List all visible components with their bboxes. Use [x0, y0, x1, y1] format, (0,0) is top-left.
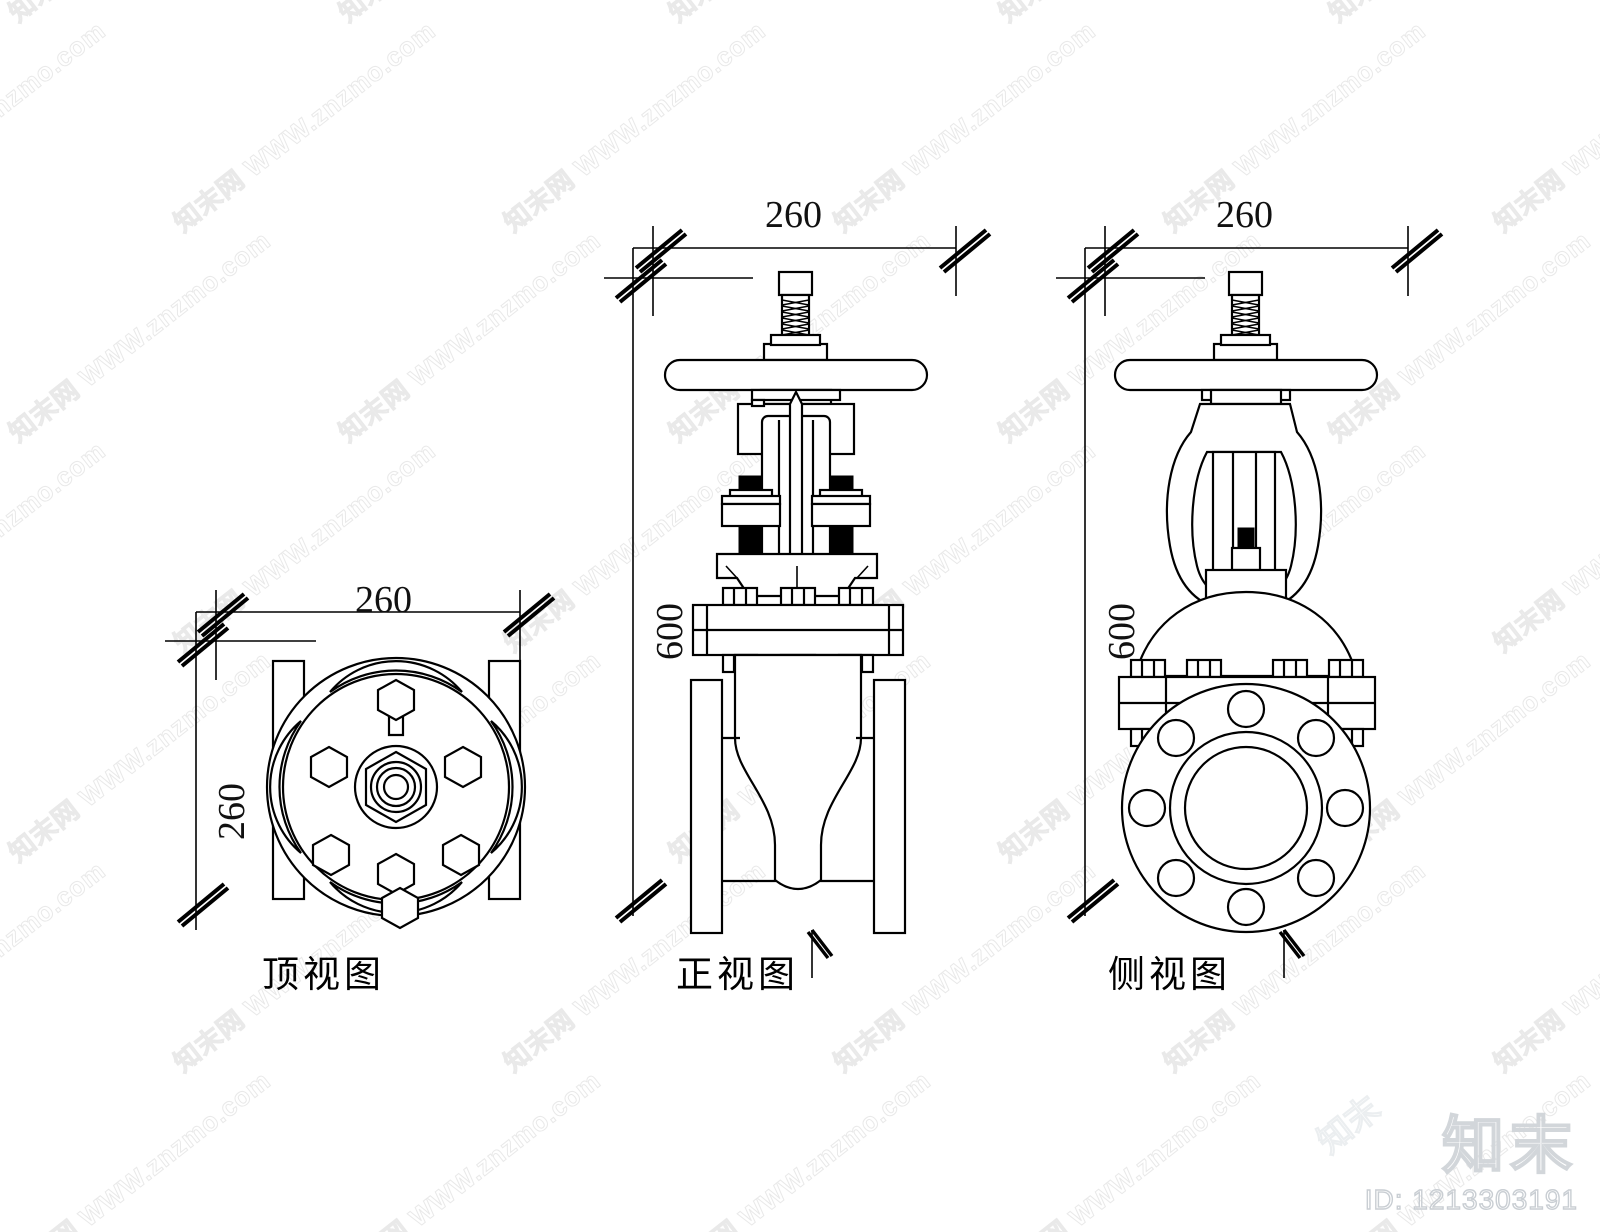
side-handwheel-bar	[1113, 358, 1379, 392]
front-end-flange-left	[689, 678, 724, 935]
side-bonnet-bolts-upper	[1129, 658, 1365, 679]
front-end-flange-right	[872, 678, 907, 935]
view-top	[165, 590, 556, 930]
caption-top-view: 顶视图	[262, 955, 385, 996]
stem-washer	[769, 333, 822, 347]
dim-text-side-width: 260	[1216, 194, 1273, 236]
dim-text-front-width: 260	[765, 194, 822, 236]
bore-outer-circle	[1168, 730, 1324, 886]
bore-inner-circle	[1183, 745, 1309, 871]
dimension-side-width	[1056, 226, 1444, 924]
dim-text-top-height: 260	[211, 783, 253, 840]
caption-side-view: 侧视图	[1108, 955, 1231, 996]
caption-front-view: 正视图	[676, 955, 799, 996]
dim-text-front-height: 600	[649, 603, 691, 660]
view-front	[604, 226, 992, 935]
side-stem-nut	[1212, 342, 1279, 362]
handwheel-bolt-hexes	[309, 678, 483, 930]
caption-leaders	[806, 928, 1306, 978]
bonnet-bolts-upper	[721, 586, 875, 607]
flange-bolt-holes	[1127, 689, 1365, 927]
side-stem-cap	[1227, 270, 1264, 297]
dimension-front-width	[604, 226, 992, 924]
bonnet-dome	[1133, 590, 1359, 678]
dim-text-side-height: 600	[1101, 603, 1143, 660]
stem-threads	[781, 299, 810, 342]
dim-text-top-width: 260	[355, 579, 412, 621]
stem-bore	[382, 773, 410, 801]
valve-body	[733, 653, 863, 891]
side-stem-threads	[1231, 299, 1260, 342]
stem-nut	[762, 342, 829, 362]
gate-stem-center	[788, 389, 804, 572]
view-side	[1056, 226, 1444, 934]
handwheel-bar	[663, 358, 929, 392]
stem-cap	[777, 270, 814, 297]
gland-bolts	[720, 475, 872, 555]
side-wheel-hub-plate	[1209, 388, 1283, 406]
dimension-top-width	[165, 590, 556, 930]
